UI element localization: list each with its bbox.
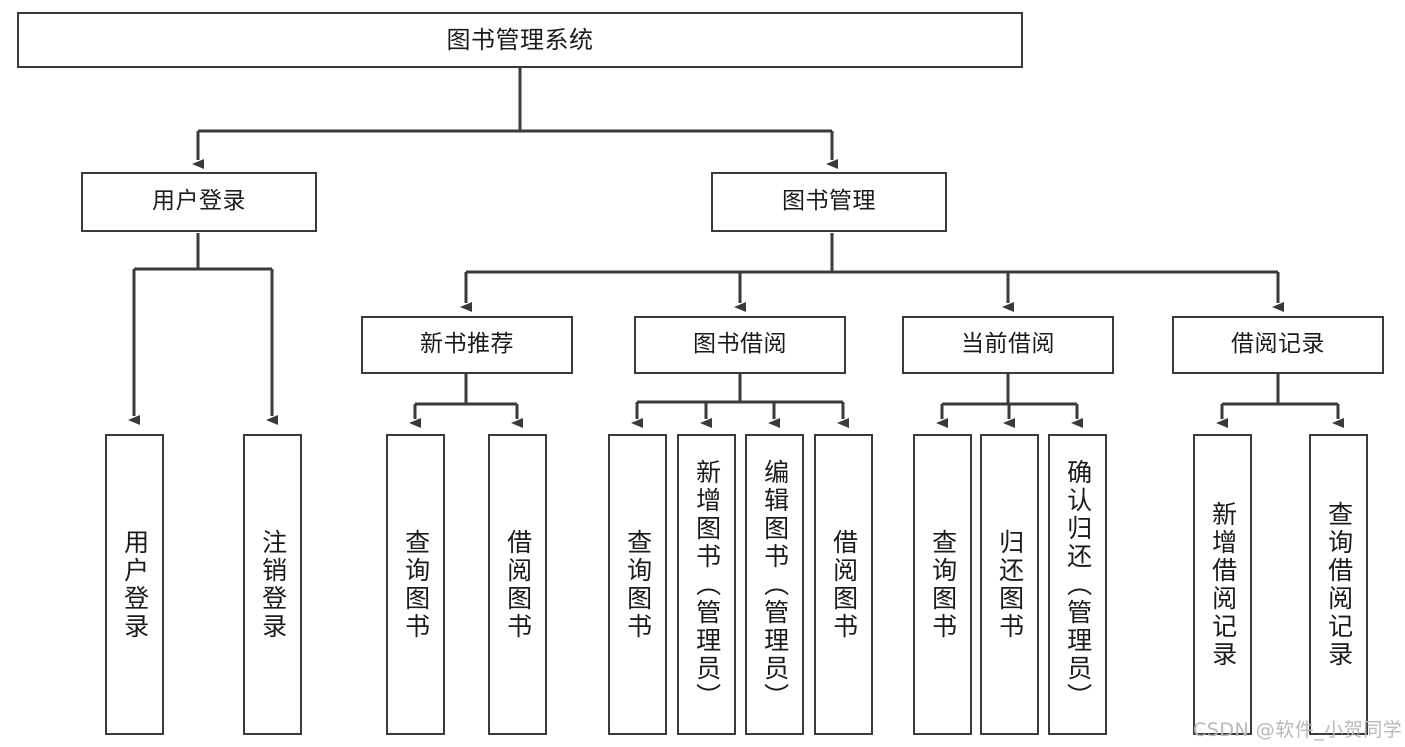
node-book-borrow[interactable]: 图书借阅 xyxy=(634,316,846,374)
node-book-borrow-label: 图书借阅 xyxy=(693,331,787,358)
node-book-management-label: 图书管理 xyxy=(782,188,876,215)
node-root-label: 图书管理系统 xyxy=(446,25,594,54)
node-leaf-edit-book-label: 编辑图书（管理员） xyxy=(760,458,790,711)
node-borrow-record-label: 借阅记录 xyxy=(1231,331,1325,358)
node-leaf-edit-book[interactable]: 编辑图书（管理员） xyxy=(745,434,804,735)
node-leaf-add-book-label: 新增图书（管理员） xyxy=(692,458,722,711)
node-borrow-record[interactable]: 借阅记录 xyxy=(1172,316,1384,374)
watermark-csdn: CSDN @软件_小贺同学 xyxy=(1193,719,1403,741)
node-new-book-recommend-label: 新书推荐 xyxy=(420,331,514,358)
node-leaf-query-record-label: 查询借阅记录 xyxy=(1324,500,1354,669)
node-leaf-add-record-label: 新增借阅记录 xyxy=(1208,500,1238,669)
node-current-borrow[interactable]: 当前借阅 xyxy=(902,316,1114,374)
node-leaf-return-books[interactable]: 归还图书 xyxy=(980,434,1039,735)
node-leaf-logout-login-label: 注销登录 xyxy=(258,528,288,641)
node-leaf-query-books-1[interactable]: 查询图书 xyxy=(386,434,445,735)
node-leaf-query-books-3-label: 查询图书 xyxy=(928,528,958,641)
node-user-login[interactable]: 用户登录 xyxy=(81,172,317,232)
node-user-login-label: 用户登录 xyxy=(152,188,246,215)
node-leaf-user-login-label: 用户登录 xyxy=(120,528,150,641)
node-leaf-borrow-books-2[interactable]: 借阅图书 xyxy=(814,434,873,735)
node-leaf-query-books-1-label: 查询图书 xyxy=(401,528,431,641)
node-leaf-query-books-3[interactable]: 查询图书 xyxy=(913,434,972,735)
node-leaf-return-books-label: 归还图书 xyxy=(995,528,1025,641)
node-book-management[interactable]: 图书管理 xyxy=(711,172,947,232)
node-leaf-query-books-2[interactable]: 查询图书 xyxy=(608,434,667,735)
node-current-borrow-label: 当前借阅 xyxy=(961,331,1055,358)
node-new-book-recommend[interactable]: 新书推荐 xyxy=(361,316,573,374)
node-leaf-logout-login[interactable]: 注销登录 xyxy=(243,434,302,735)
node-leaf-borrow-books-2-label: 借阅图书 xyxy=(829,528,859,641)
node-leaf-query-books-2-label: 查询图书 xyxy=(623,528,653,641)
node-leaf-query-record[interactable]: 查询借阅记录 xyxy=(1309,434,1368,735)
node-leaf-add-record[interactable]: 新增借阅记录 xyxy=(1193,434,1252,735)
node-root[interactable]: 图书管理系统 xyxy=(17,12,1023,68)
node-leaf-user-login[interactable]: 用户登录 xyxy=(105,434,164,735)
node-leaf-confirm-return-label: 确认归还（管理员） xyxy=(1063,458,1093,711)
node-leaf-borrow-books-1[interactable]: 借阅图书 xyxy=(488,434,547,735)
node-leaf-add-book[interactable]: 新增图书（管理员） xyxy=(677,434,736,735)
node-leaf-confirm-return[interactable]: 确认归还（管理员） xyxy=(1048,434,1107,735)
node-leaf-borrow-books-1-label: 借阅图书 xyxy=(503,528,533,641)
